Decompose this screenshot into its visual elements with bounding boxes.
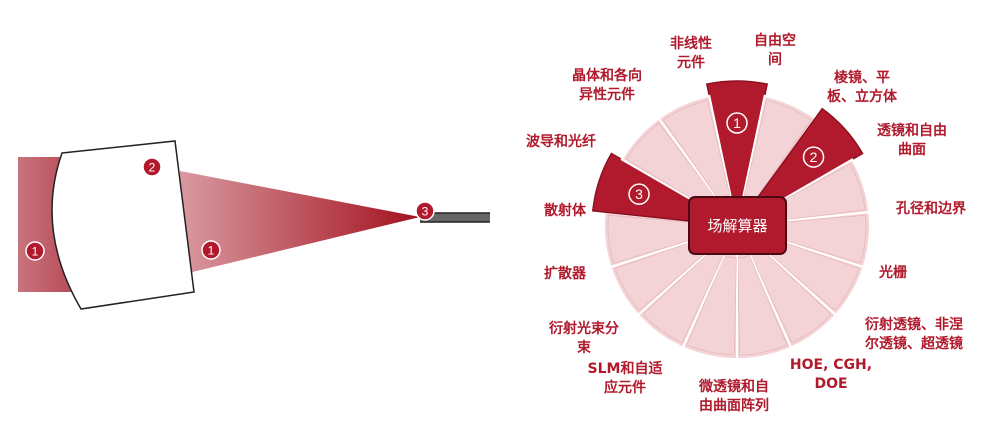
fiber-core	[420, 213, 490, 222]
segment-label-line: 异性元件	[579, 86, 635, 103]
segment-label: HOE, CGH, DOE	[790, 357, 872, 392]
segment-label-line: 应元件	[604, 379, 646, 396]
segment-label-line: 元件	[677, 54, 705, 71]
optical-system-illustration: 1 1 2 3	[18, 140, 490, 310]
segment-label-line: 非线性	[670, 35, 712, 52]
svg-text:2: 2	[149, 161, 156, 175]
segment-label-line: DOE	[814, 376, 847, 392]
converging-beam	[180, 171, 420, 275]
wheel-segment: 衍射透镜、非涅尔透镜、超透镜	[756, 233, 963, 352]
wheel-segment: 1 自由空间	[705, 32, 796, 200]
segment-label-line: 间	[768, 51, 782, 68]
wheel-segment: 晶体和各向异性元件	[572, 67, 722, 214]
segment-label-line: 自由空	[754, 32, 796, 49]
segment-label-line: 透镜和自由	[877, 122, 947, 139]
svg-text:3: 3	[422, 205, 429, 219]
field-solver-hub: 场解算器	[688, 196, 787, 255]
segment-label: 扩散器	[544, 265, 587, 282]
segment-label-line: 微透镜和自	[698, 378, 769, 395]
segment-label-line: 板、立方体	[827, 88, 898, 105]
segment-label-line: 光栅	[878, 264, 907, 281]
segment-marker-badge: 1	[726, 112, 748, 134]
segment-label-line: 束	[577, 339, 592, 356]
segment-marker-badge: 3	[628, 183, 650, 205]
segment-label: SLM和自适应元件	[588, 360, 663, 396]
segment-label: 透镜和自由曲面	[877, 122, 947, 158]
marker-badge-1-free-space: 1	[25, 241, 45, 261]
segment-label: 自由空间	[754, 32, 796, 68]
segment-label-line: 由曲面阵列	[699, 397, 769, 414]
wheel-segment: 2 透镜和自由曲面	[752, 107, 947, 214]
wheel-segment: 孔径和边界	[759, 158, 967, 225]
marker-badge-2-lens: 2	[142, 157, 162, 177]
hub-label: 场解算器	[707, 217, 767, 235]
segment-label: 孔径和边界	[896, 200, 967, 217]
segment-label-line: 衍射光束分	[548, 320, 619, 337]
marker-badge-3-fiber: 3	[415, 201, 435, 221]
svg-text:1: 1	[32, 245, 39, 259]
segment-label: 光栅	[878, 264, 907, 281]
segment-label-line: 衍射透镜、非涅	[864, 316, 963, 333]
wheel-segment-inner-line	[737, 254, 788, 356]
segment-label: 晶体和各向异性元件	[572, 67, 642, 103]
segment-label: 散射体	[544, 202, 587, 219]
svg-text:1: 1	[208, 244, 215, 258]
segment-label: 衍射光束分束	[548, 320, 619, 356]
marker-badge-1-beam: 1	[201, 240, 221, 260]
wheel-segment: 非线性元件	[657, 35, 733, 205]
wheel-segment-inner-line	[686, 254, 737, 356]
segment-label-line: 孔径和边界	[896, 200, 967, 217]
segment-label: 非线性元件	[670, 35, 712, 71]
segment-marker-number: 3	[635, 186, 643, 202]
segment-label-line: SLM和自适	[588, 360, 663, 377]
segment-marker-badge: 2	[802, 146, 825, 168]
segment-label-line: 波导和光纤	[526, 133, 596, 150]
segment-label: 棱镜、平板、立方体	[827, 69, 898, 105]
segment-marker-number: 2	[810, 149, 818, 165]
lens-element	[51, 140, 195, 310]
segment-label: 衍射透镜、非涅尔透镜、超透镜	[864, 316, 963, 352]
segment-label-line: 曲面	[898, 141, 926, 158]
segment-label-line: 晶体和各向	[572, 67, 642, 84]
segment-label-line: 棱镜、平	[834, 69, 890, 86]
segment-label: 微透镜和自由曲面阵列	[698, 378, 769, 414]
segment-label: 波导和光纤	[526, 133, 596, 150]
segment-marker-number: 1	[733, 115, 741, 131]
segment-label-line: 扩散器	[544, 265, 587, 282]
wheel-segment: 棱镜、平板、立方体	[741, 69, 898, 205]
segment-label-line: 尔透镜、超透镜	[865, 335, 963, 352]
segment-label-line: 散射体	[544, 202, 587, 219]
wheel-segment: 微透镜和自由曲面阵列	[698, 250, 793, 414]
segment-label-line: HOE, CGH,	[790, 357, 872, 373]
